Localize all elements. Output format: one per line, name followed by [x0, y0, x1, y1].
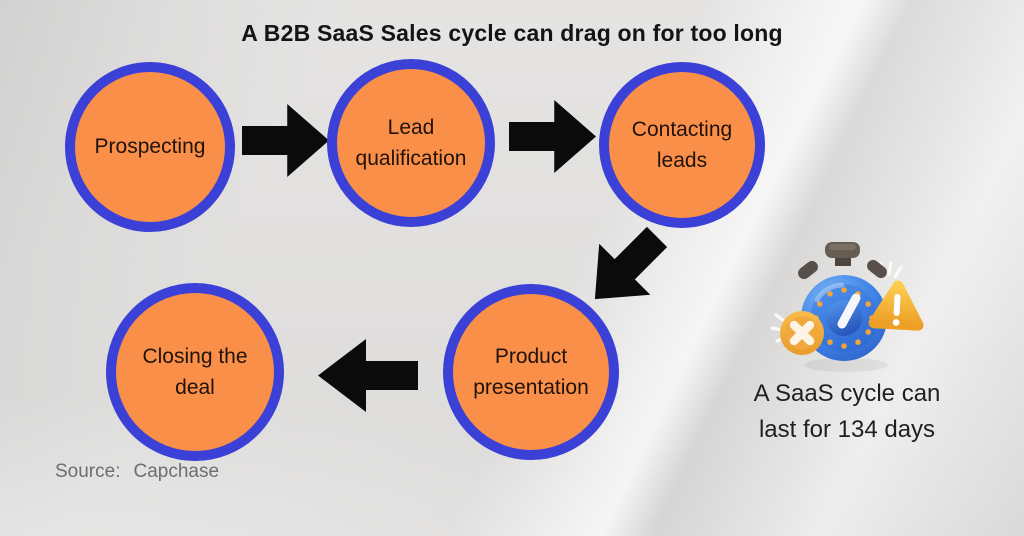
source-attribution: Source: Capchase — [55, 461, 219, 483]
step-label-prospecting: Prospecting — [94, 135, 206, 159]
source-label: Source: — [55, 461, 121, 482]
step-circle-contacting-leads: Contacting leads — [599, 62, 765, 228]
page-title: A B2B SaaS Sales cycle can drag on for t… — [241, 20, 783, 46]
callout-line-2: last for 134 days — [758, 416, 936, 443]
step-circle-product-presentation: Product presentation — [443, 284, 619, 460]
step-label-product-presentation: Product presentation — [473, 344, 589, 400]
duration-callout: A SaaS cycle can last for 134 days — [728, 238, 966, 448]
stopwatch-warning-icon — [770, 242, 924, 372]
source-value: Capchase — [133, 461, 220, 482]
callout-line-1: A SaaS cycle can — [753, 380, 941, 407]
callout-text: A SaaS cycle can last for 134 days — [728, 376, 966, 448]
step-circle-prospecting: Prospecting — [65, 62, 235, 232]
step-circle-closing-the-deal: Closing the deal — [106, 283, 284, 461]
step-label-lead-qualification: Lead qualification — [355, 115, 467, 171]
step-label-closing-the-deal: Closing the deal — [142, 344, 248, 400]
step-circle-lead-qualification: Lead qualification — [327, 59, 495, 227]
step-label-contacting-leads: Contacting leads — [631, 117, 733, 173]
